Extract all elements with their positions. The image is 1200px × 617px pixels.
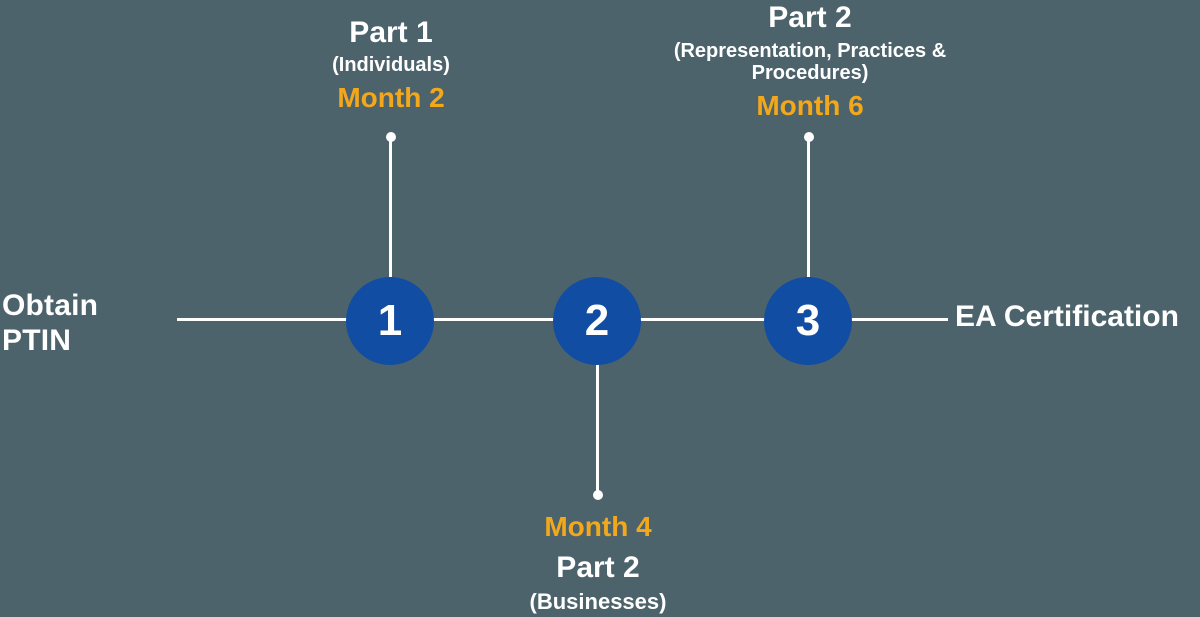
end-label: EA Certification (955, 300, 1179, 333)
start-label: Obtain PTIN (2, 288, 98, 358)
step-1-callout: Part 1 (Individuals) Month 2 (332, 16, 450, 113)
step-3-month: Month 6 (756, 90, 864, 121)
step-2-month: Month 4 (544, 511, 652, 542)
start-label-line1: Obtain (2, 289, 99, 322)
step-2-connector-dot (592, 490, 603, 500)
timeline-node-3: 3 (764, 277, 852, 365)
timeline-node-2: 2 (553, 277, 641, 365)
step-1-subtitle: (Individuals) (332, 54, 450, 76)
step-2-callout: Month 4 Part 2 (Businesses) (530, 512, 667, 614)
step-1-title: Part 1 (349, 16, 433, 49)
step-3-title: Part 2 (768, 1, 852, 34)
step-3-connector-dot (803, 132, 814, 142)
step-2-connector-line (592, 364, 603, 500)
step-3-connector-line (803, 132, 814, 277)
step-3-subtitle: (Representation, Practices & Procedures) (673, 40, 947, 84)
step-1-month: Month 2 (337, 82, 445, 113)
start-label-line2: PTIN (2, 324, 72, 357)
step-2-subtitle: (Businesses) (529, 589, 667, 614)
step-1-connector-line (385, 132, 396, 277)
timeline-node-1: 1 (346, 277, 434, 365)
step-1-connector-dot (385, 132, 396, 142)
step-2-title: Part 2 (556, 551, 640, 584)
step-3-callout: Part 2 (Representation, Practices & Proc… (645, 1, 975, 121)
